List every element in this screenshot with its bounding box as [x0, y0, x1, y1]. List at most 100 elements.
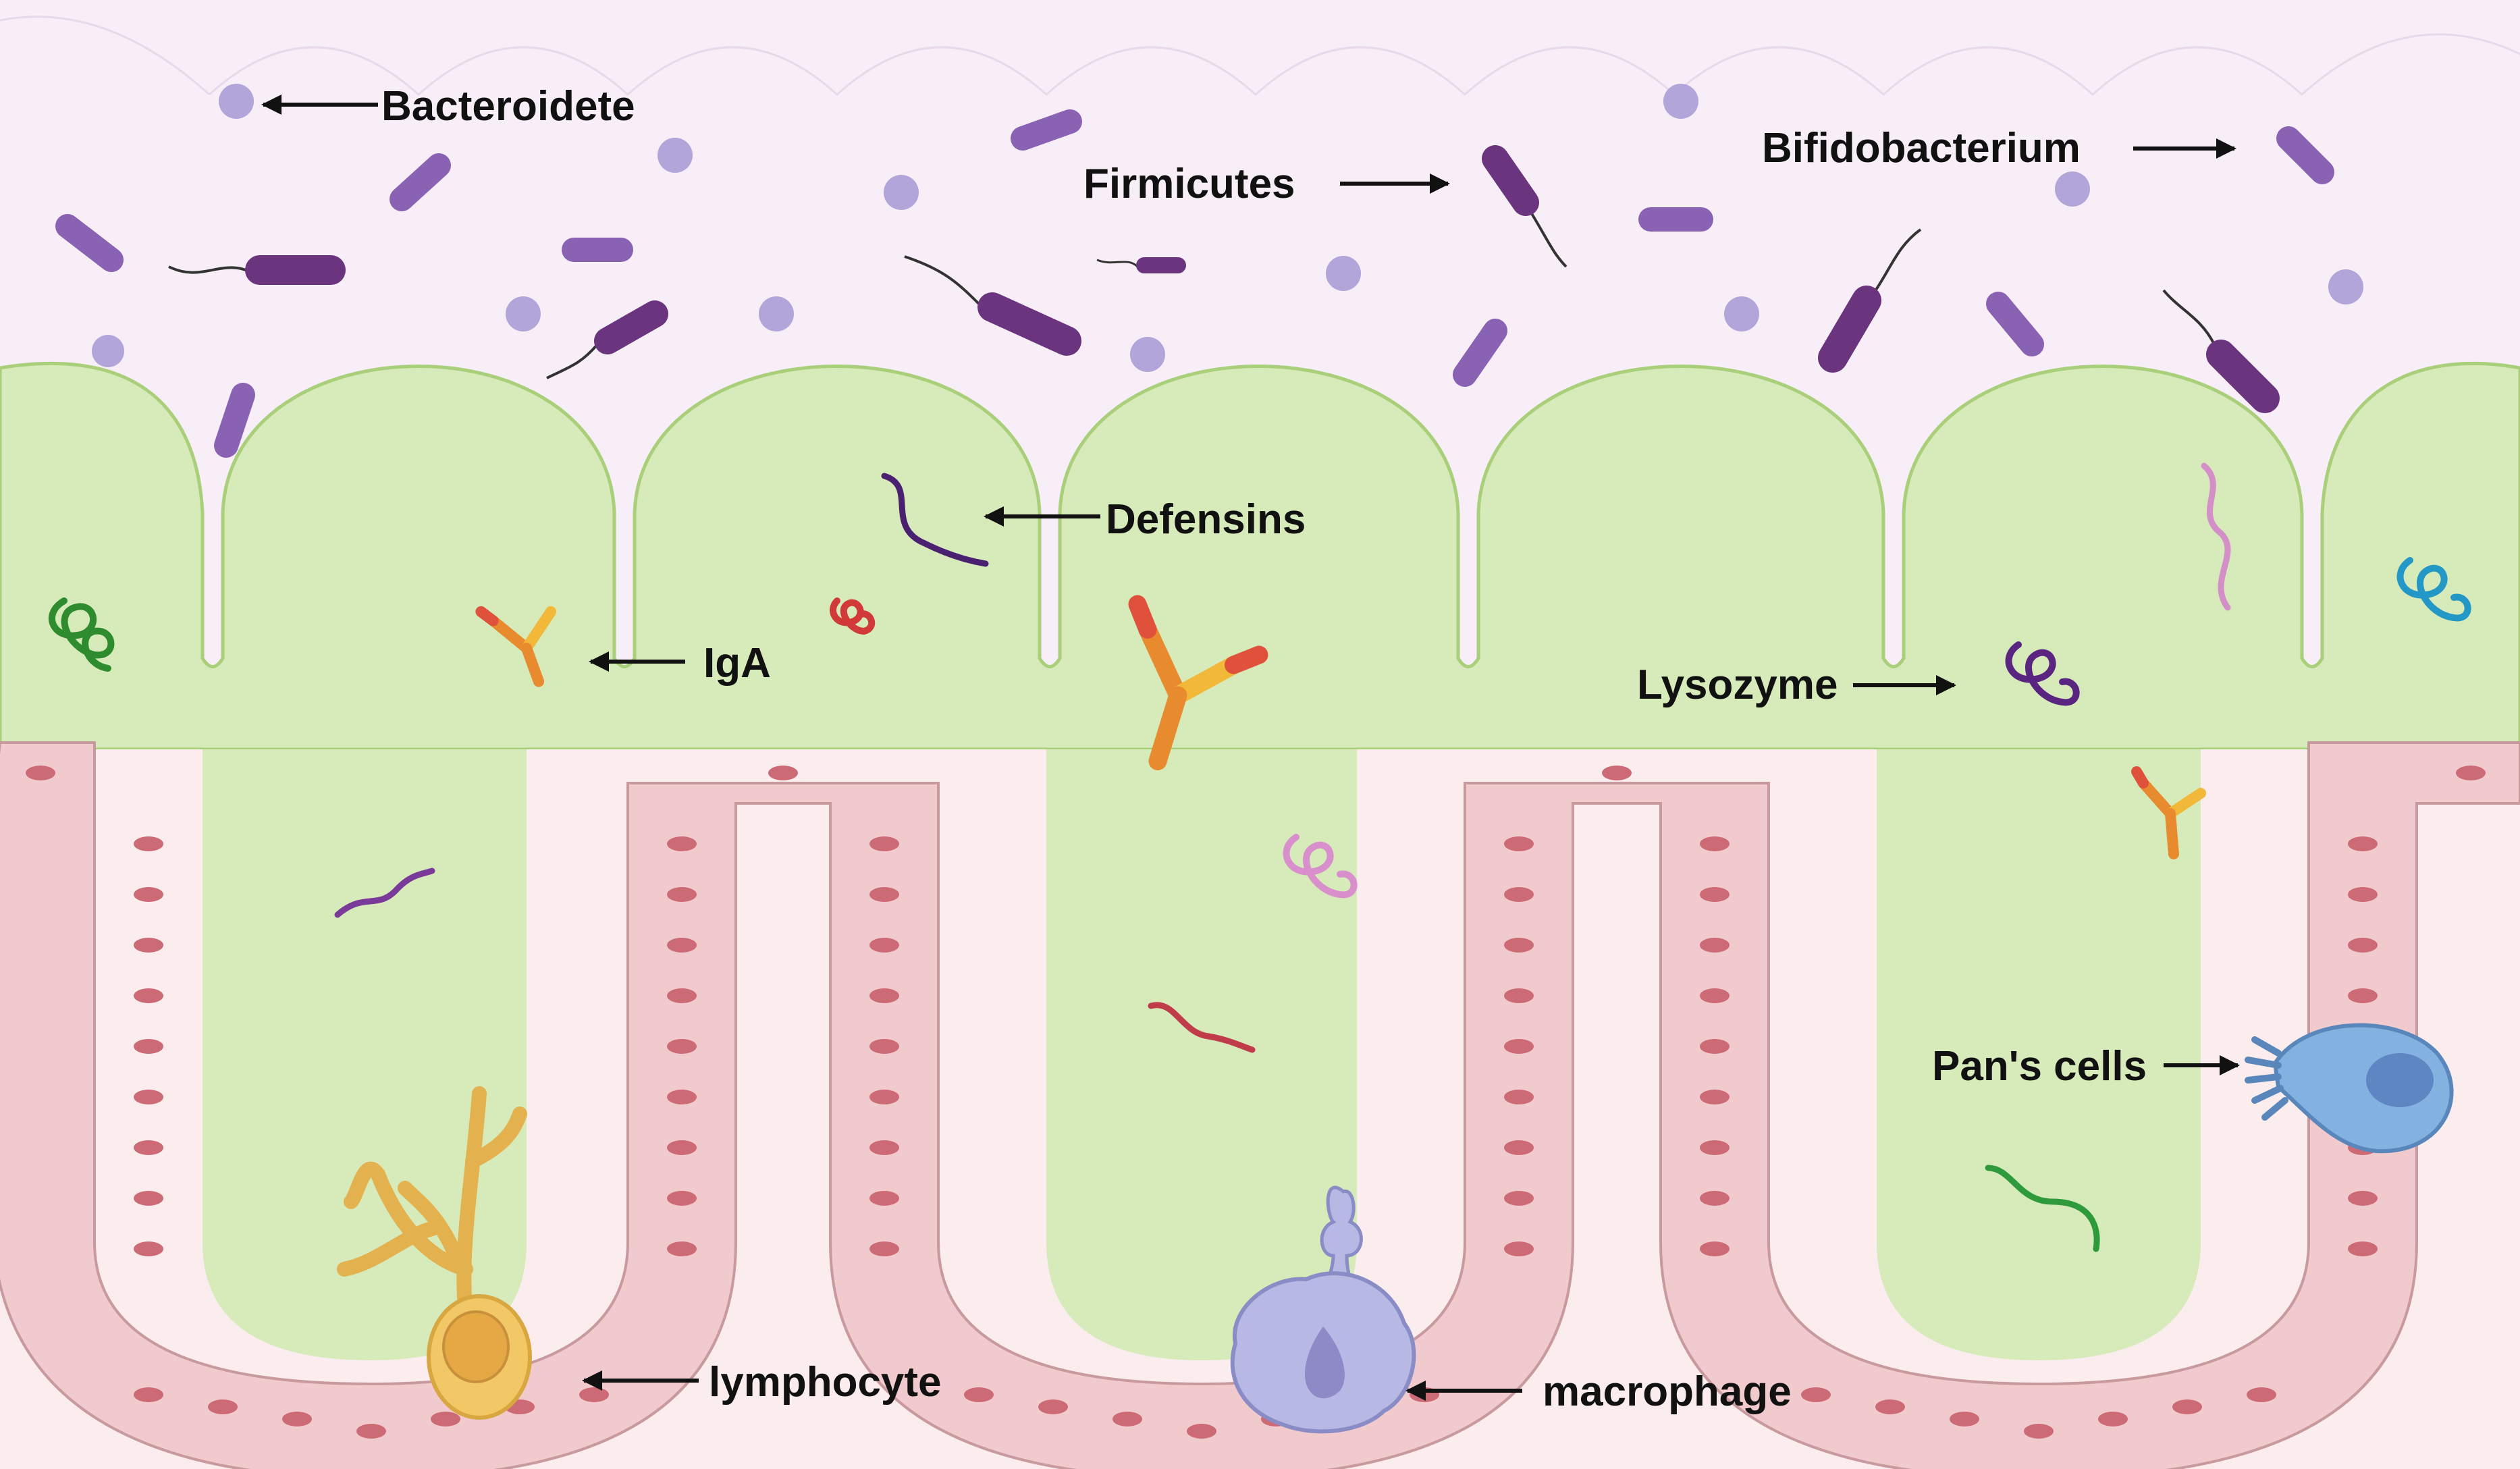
epithelial-nucleus	[1504, 1191, 1534, 1206]
epithelial-nucleus	[134, 836, 163, 851]
label-pans-cells: Pan's cells	[1932, 1043, 2147, 1090]
epithelial-nucleus	[869, 1191, 899, 1206]
defensin-icon	[881, 473, 989, 567]
epithelial-nucleus	[1504, 1039, 1534, 1054]
label-macrophage: macrophage	[1543, 1368, 1792, 1415]
labels: Bacteroidete Firmicutes Bifidobacterium …	[381, 83, 2147, 1415]
bacteroidete-icon	[2055, 171, 2090, 207]
lysozyme-icon	[2396, 557, 2471, 622]
label-iga: IgA	[703, 640, 771, 687]
epithelial-nucleus	[1187, 1424, 1216, 1439]
epithelial-nucleus	[208, 1399, 238, 1414]
epithelial-nucleus	[1801, 1387, 1831, 1402]
lumen-top-boundary	[0, 16, 2520, 97]
label-defensins: Defensins	[1106, 496, 1306, 543]
epithelial-nucleus	[1700, 1241, 1730, 1256]
bacteroidete-icon	[658, 138, 693, 173]
epithelial-nucleus	[667, 1039, 697, 1054]
label-arrows	[261, 95, 2240, 1401]
epithelial-nucleus	[134, 938, 163, 953]
epithelial-nucleus	[2172, 1399, 2202, 1414]
firmicutes-icon	[214, 383, 255, 458]
bacteroidete-icon	[759, 296, 794, 331]
bacteroidete-icon	[1663, 84, 1698, 119]
defensin-icon	[1985, 1165, 2100, 1252]
epithelial-nucleus	[869, 1241, 899, 1256]
epithelial-nucleus	[282, 1412, 312, 1426]
epithelial-nucleus	[26, 766, 55, 780]
epithelial-nucleus	[2348, 887, 2378, 902]
lysozymes	[49, 557, 2471, 899]
epithelial-nucleus	[667, 836, 697, 851]
epithelial-nucleus	[2098, 1412, 2128, 1426]
epithelial-nucleus	[667, 1191, 697, 1206]
epithelium	[0, 741, 2520, 1469]
epithelial-nucleus	[134, 1140, 163, 1155]
bifidobacterium-icon	[1482, 145, 1567, 268]
epithelial-nucleus	[1504, 938, 1534, 953]
pans-cell-icon	[2245, 1023, 2454, 1154]
bifidobacterium-icon	[546, 300, 668, 379]
macrophage-icon	[1230, 1185, 1416, 1434]
epithelial-nucleus	[869, 1039, 899, 1054]
epithelial-nucleus	[1700, 1191, 1730, 1206]
epithelial-nucleus	[1504, 1241, 1534, 1256]
label-bacteroidete: Bacteroidete	[381, 83, 635, 130]
label-lymphocyte: lymphocyte	[709, 1359, 942, 1406]
epithelial-nucleus	[1700, 938, 1730, 953]
lysozyme-icon	[2005, 641, 2080, 706]
epithelial-nucleus	[869, 836, 899, 851]
epithelial-nucleus	[431, 1412, 460, 1426]
bacteroidete-icon	[506, 296, 541, 331]
epithelial-nucleus	[134, 1039, 163, 1054]
firmicutes-icon	[1011, 109, 1082, 151]
epithelial-nucleus	[2024, 1424, 2054, 1439]
epithelial-nucleus	[1950, 1412, 1979, 1426]
epithelial-nucleus	[134, 988, 163, 1003]
label-firmicutes: Firmicutes	[1083, 161, 1295, 207]
epithelial-nucleus	[1700, 1090, 1730, 1104]
defensin-icon	[2201, 462, 2231, 611]
mucus-layer	[0, 361, 2520, 751]
defensin-icon	[334, 867, 435, 918]
bifidobacterium-icon	[2162, 289, 2280, 413]
epithelial-nucleus	[2348, 988, 2378, 1003]
epithelial-nucleus	[667, 1090, 697, 1104]
label-bifidobacterium: Bifidobacterium	[1762, 125, 2081, 171]
epithelial-nucleus	[2456, 766, 2486, 780]
epithelial-nucleus	[134, 887, 163, 902]
label-lysozyme: Lysozyme	[1637, 662, 1838, 708]
bacteroidete-cocci	[92, 84, 2363, 372]
bacteroidete-icon	[92, 335, 124, 367]
epithelial-nucleus	[134, 1191, 163, 1206]
epithelial-nucleus	[2348, 1191, 2378, 1206]
bifidobacterium-icon	[904, 255, 1081, 356]
epithelial-nucleus	[1700, 1039, 1730, 1054]
firmicutes-rods	[55, 109, 2334, 458]
epithelial-nucleus	[1504, 1140, 1534, 1155]
epithelial-nucleus	[869, 938, 899, 953]
iga-antibody-icon	[475, 606, 557, 687]
epithelial-nucleus	[1700, 887, 1730, 902]
epithelial-nucleus	[1875, 1399, 1905, 1414]
epithelial-nucleus	[134, 1241, 163, 1256]
epithelial-nucleus	[1700, 836, 1730, 851]
epithelial-nucleus	[1700, 1140, 1730, 1155]
lysozyme-icon	[49, 597, 115, 672]
iga-antibodies	[475, 595, 2206, 859]
lymphocyte-icon	[337, 1086, 532, 1420]
epithelial-nucleus	[1700, 988, 1730, 1003]
epithelial-nucleus	[869, 887, 899, 902]
epithelial-nucleus	[1504, 988, 1534, 1003]
epithelial-nucleus	[2348, 938, 2378, 953]
epithelial-nucleus	[2348, 1241, 2378, 1256]
lysozyme-icon	[1283, 834, 1358, 899]
bacteroidete-icon	[884, 175, 919, 210]
bifidobacterium-icon	[1818, 228, 1922, 373]
epithelial-nucleus	[869, 1090, 899, 1104]
bacteroidete-icon	[219, 84, 254, 119]
epithelial-nucleus	[1504, 1090, 1534, 1104]
epithelial-nucleus	[869, 1140, 899, 1155]
